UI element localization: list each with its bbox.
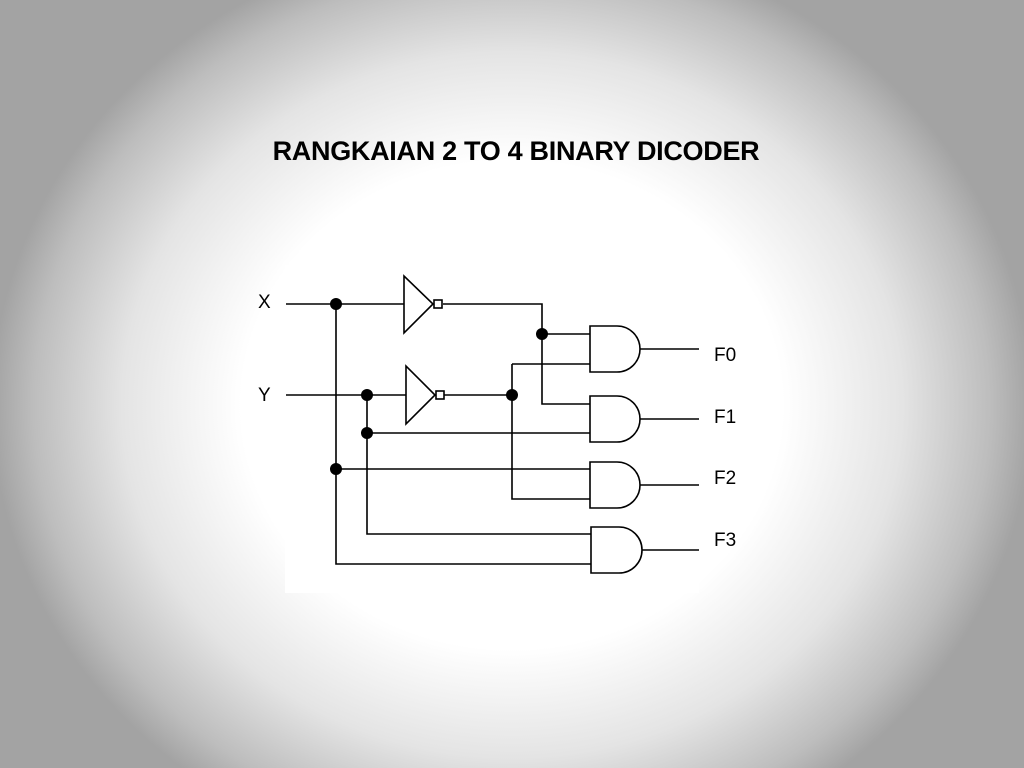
and-gate-0	[589, 325, 641, 373]
wire-x-bus	[335, 304, 591, 565]
not-gate-y	[405, 364, 445, 426]
junction-dot	[361, 427, 373, 439]
junction-dot	[536, 328, 548, 340]
junction-dot	[330, 463, 342, 475]
wire-y-bus	[366, 395, 591, 535]
output-label-f1: F1	[714, 407, 736, 428]
output-label-f3: F3	[714, 530, 736, 551]
and-gate-1	[589, 395, 641, 443]
junction-dot	[361, 389, 373, 401]
input-label-x: X	[258, 292, 271, 313]
wire-ybar-bus	[511, 363, 590, 500]
junction-dot	[506, 389, 518, 401]
junction-dot	[330, 298, 342, 310]
and-gate-3	[590, 526, 643, 574]
input-label-y: Y	[258, 385, 271, 406]
not-gate-x	[403, 274, 443, 335]
wire-xbar	[443, 303, 590, 405]
and-gate-2	[589, 461, 641, 509]
output-label-f0: F0	[714, 345, 736, 366]
slide-title: RANGKAIAN 2 TO 4 BINARY DICODER	[272, 136, 760, 166]
output-label-f2: F2	[714, 468, 736, 489]
